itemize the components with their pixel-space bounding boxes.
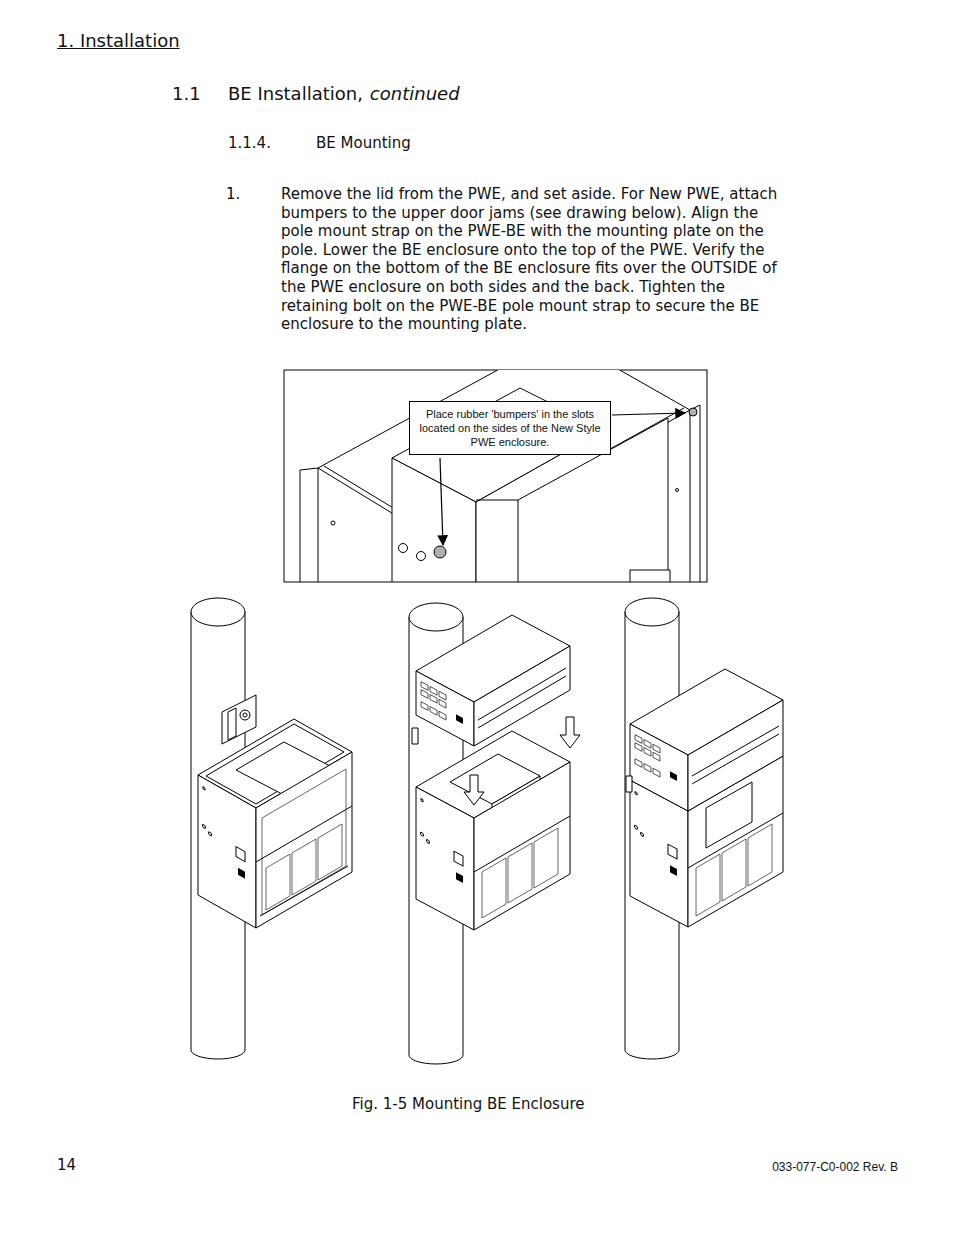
callout-box: Place rubber 'bumpers' in the slots loca… <box>409 401 611 455</box>
down-arrow <box>560 717 580 748</box>
callout-text: Place rubber 'bumpers' in the slots loca… <box>414 407 606 449</box>
section-header: 1. Installation <box>57 30 180 52</box>
document-number: 033-077-C0-002 Rev. B <box>772 1160 898 1174</box>
bumper-detail-view <box>284 336 707 582</box>
be-lowering <box>412 615 580 930</box>
battery-side <box>392 458 476 582</box>
leader-arrow <box>612 413 685 415</box>
step-text: Remove the lid from the PWE, and set asi… <box>281 185 786 334</box>
pwe-enclosure-detail <box>300 370 700 582</box>
poles <box>191 598 679 1064</box>
section-heading: BE Installation, <box>228 83 363 105</box>
section-number: 1.1 <box>172 83 201 105</box>
rubber-bumper <box>689 408 697 416</box>
subsection-heading: BE Mounting <box>316 134 411 152</box>
figure-caption: Fig. 1-5 Mounting BE Enclosure <box>352 1095 585 1113</box>
pwe-enclosure <box>198 695 352 928</box>
step-number: 1. <box>226 185 240 203</box>
subsection-number: 1.1.4. <box>228 134 271 152</box>
rubber-bumper <box>434 546 446 558</box>
down-arrow <box>464 775 484 805</box>
heading-note: continued <box>370 83 460 105</box>
be-mounted <box>626 669 783 927</box>
page-number: 14 <box>57 1156 76 1174</box>
leader-arrow <box>440 458 443 545</box>
